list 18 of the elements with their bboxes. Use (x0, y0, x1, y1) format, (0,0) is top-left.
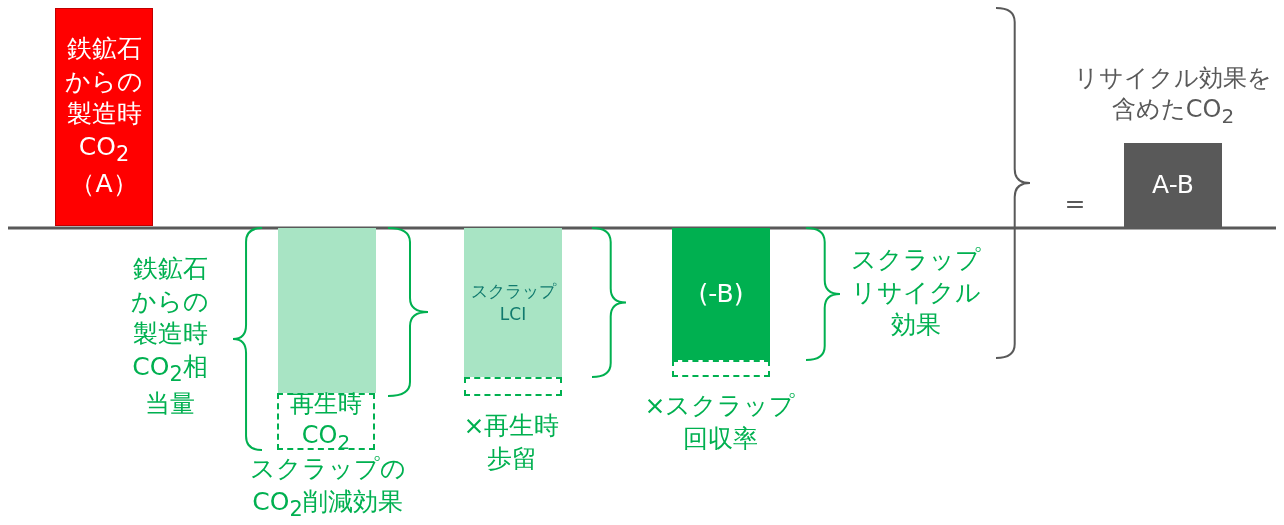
bar (672, 228, 770, 360)
bar-label: (-B) (697, 277, 745, 310)
bar-label: スクラップLCI (469, 280, 558, 325)
annotation-label: スクラップのCO$_{2}$削減効果 (248, 453, 407, 523)
dashed-box (672, 360, 770, 377)
bar (278, 228, 376, 393)
bar-label: A-B (1151, 169, 1195, 202)
equals-sign: = (1063, 188, 1087, 220)
annotation-label: ×再生時歩留 (462, 410, 561, 475)
bar (464, 228, 562, 377)
heading: リサイクル効果を含めたCO$_{2}$ (1073, 63, 1273, 129)
dashed-box (277, 393, 375, 450)
annotation-label: 鉄鉱石からの製造時CO$_{2}$相当量 (130, 253, 210, 420)
annotation-label: スクラップリサイクル効果 (851, 244, 981, 341)
annotation-label: ×スクラップ回収率 (643, 390, 797, 455)
bar-label: 鉄鉱石からの製造時CO$_{2}$（A） (64, 33, 144, 201)
dashed-box (464, 377, 562, 396)
bar (55, 8, 153, 226)
